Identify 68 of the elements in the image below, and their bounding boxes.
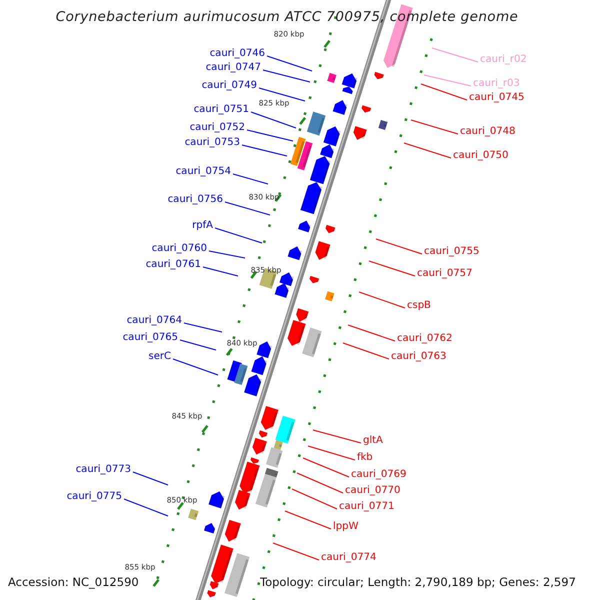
gene-label: cauri_0765 bbox=[122, 332, 178, 344]
gene-label: cauri_0757 bbox=[417, 268, 472, 280]
gene-label: cauri_0769 bbox=[351, 469, 406, 481]
gene-label: cauri_0749 bbox=[202, 80, 257, 92]
leader-line bbox=[410, 120, 458, 134]
leader-line bbox=[184, 322, 222, 332]
gene-label: fkb bbox=[357, 452, 373, 464]
leader-line bbox=[208, 250, 246, 258]
gene-label: lppW bbox=[333, 521, 358, 533]
leader-line bbox=[420, 84, 468, 100]
leader-line bbox=[250, 112, 296, 128]
leader-line bbox=[284, 510, 332, 530]
gene-label: cauri_0756 bbox=[168, 194, 223, 206]
leader-line bbox=[348, 324, 396, 342]
leader-line bbox=[292, 488, 338, 510]
leader-line bbox=[242, 144, 288, 156]
leader-line bbox=[172, 358, 218, 376]
gene-label: cauri_r03 bbox=[473, 78, 520, 90]
gene-label: cauri_0763 bbox=[391, 351, 446, 363]
gene-label: cauri_0750 bbox=[453, 150, 508, 162]
gene-label: cauri_0752 bbox=[190, 122, 245, 134]
leader-line bbox=[124, 498, 168, 516]
leader-line bbox=[368, 260, 416, 276]
gene-label: cauri_0762 bbox=[397, 333, 452, 345]
genome-info: Accession: NC_012590 bbox=[8, 575, 139, 589]
leader-line bbox=[232, 174, 268, 184]
leader-line bbox=[246, 130, 294, 142]
gene-label: cauri_0771 bbox=[339, 501, 394, 513]
leader-line bbox=[262, 70, 310, 82]
leader-line bbox=[180, 340, 216, 350]
gene-label: cauri_0761 bbox=[146, 259, 201, 271]
gene-label: cauri_0770 bbox=[345, 485, 400, 497]
leader-line bbox=[132, 472, 168, 486]
gene-label: cspB bbox=[407, 300, 431, 312]
gene-label: cauri_0751 bbox=[194, 104, 249, 116]
gene-label: cauri_0764 bbox=[126, 315, 182, 327]
leader-line bbox=[312, 430, 362, 444]
leader-line bbox=[308, 446, 356, 460]
gene-label: cauri_0760 bbox=[152, 243, 207, 255]
genome-info: Topology: circular; Length: 2,790,189 bp; Genes: 2,597 bbox=[260, 575, 576, 589]
leader-line bbox=[266, 56, 312, 72]
gene-label: rpfA bbox=[192, 220, 213, 232]
leader-line bbox=[358, 292, 406, 308]
leader-line bbox=[214, 228, 262, 244]
gene-label: cauri_0753 bbox=[184, 137, 240, 149]
gene-label: cauri_0754 bbox=[176, 166, 231, 178]
leader-line bbox=[272, 542, 320, 560]
gene-label: cauri_r02 bbox=[480, 54, 527, 66]
leader-line bbox=[302, 458, 350, 478]
gene-label: cauri_0773 bbox=[76, 464, 131, 476]
leader-line bbox=[224, 202, 270, 216]
leader-line bbox=[432, 48, 478, 62]
gene-label: cauri_0746 bbox=[210, 48, 265, 60]
leader-line bbox=[376, 238, 422, 254]
leader-line bbox=[296, 472, 344, 494]
gene-label: cauri_0745 bbox=[469, 92, 524, 104]
gene-label: cauri_0774 bbox=[321, 552, 376, 564]
leader-line bbox=[258, 88, 306, 102]
leader-line bbox=[424, 74, 472, 86]
gene-label: cauri_0755 bbox=[424, 246, 480, 258]
gene-label: cauri_0748 bbox=[460, 126, 516, 138]
gene-label: cauri_0747 bbox=[206, 62, 261, 74]
leader-line bbox=[202, 266, 238, 276]
gene-label: cauri_0775 bbox=[66, 491, 122, 503]
gene-label: gltA bbox=[363, 435, 383, 447]
leader-line bbox=[404, 142, 452, 158]
leader-line bbox=[342, 342, 390, 360]
gene-label: serC bbox=[148, 351, 171, 363]
